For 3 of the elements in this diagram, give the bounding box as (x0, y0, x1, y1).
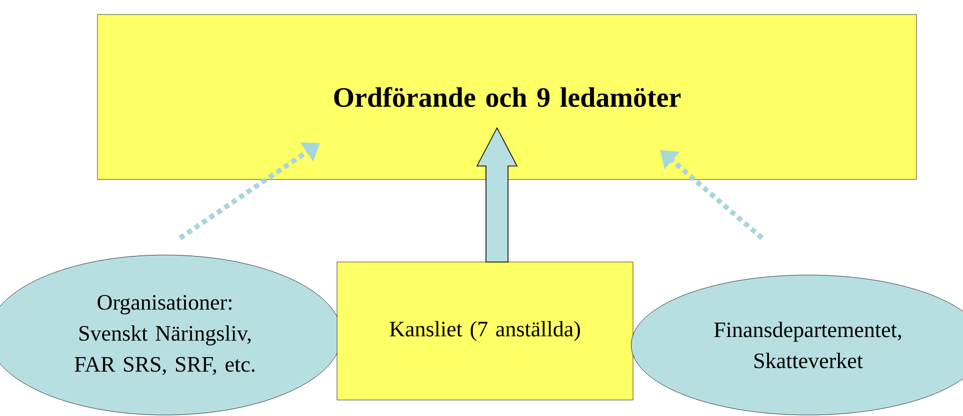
board-box: Ordförande och 9 ledamöter (97, 14, 917, 180)
arrow (476, 127, 518, 262)
office-box: Kansliet (7 anställda) (336, 262, 634, 400)
